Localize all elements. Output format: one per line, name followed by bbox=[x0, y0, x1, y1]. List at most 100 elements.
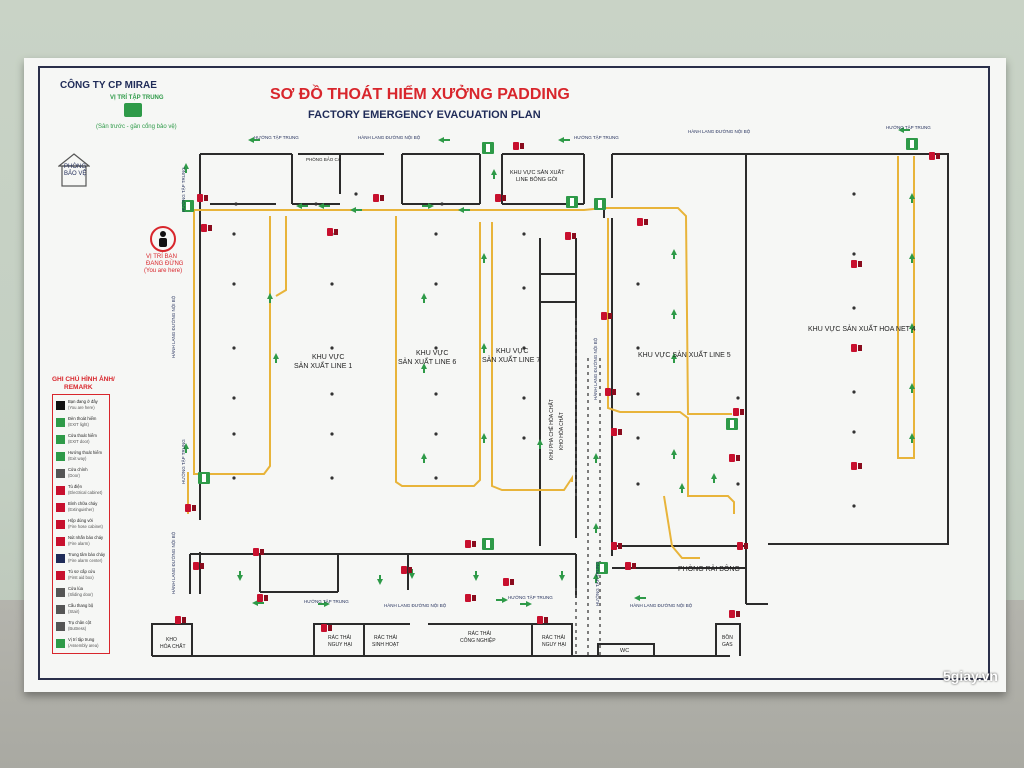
exit-door-icon bbox=[910, 140, 914, 148]
legend-icon bbox=[56, 503, 65, 512]
arrow-left-icon bbox=[634, 595, 646, 601]
extinguisher-icon bbox=[260, 549, 264, 555]
legend-item: Bình chữa cháy(Extinguisher) bbox=[56, 501, 108, 517]
extinguisher-icon bbox=[858, 463, 862, 469]
arrow-down-icon bbox=[559, 571, 565, 581]
arrow-up-icon bbox=[671, 309, 677, 319]
assembly-direction-label: HƯỚNG TẬP TRUNG bbox=[574, 135, 619, 140]
extinguisher-icon bbox=[472, 595, 476, 601]
legend-sub: (Buttress) bbox=[68, 626, 87, 631]
arrow-left-icon bbox=[558, 137, 570, 143]
extinguisher-icon bbox=[520, 143, 524, 149]
arrow-up-icon bbox=[909, 193, 915, 203]
extinguisher-icon bbox=[729, 610, 735, 618]
extinguisher-icon bbox=[611, 542, 617, 550]
room-label: PHÒNG BẢO CA bbox=[306, 157, 341, 162]
evacuation-board: CÔNG TY CP MIRAE SƠ ĐỒ THOÁT HIỂM XƯỞNG … bbox=[24, 58, 1006, 692]
extinguisher-icon bbox=[644, 219, 648, 225]
column-dot bbox=[330, 346, 334, 350]
room-label: RÁC THẢI bbox=[328, 635, 352, 641]
assembly-direction-label: HƯỚNG TẬP TRUNG bbox=[304, 599, 349, 604]
extinguisher-icon bbox=[608, 313, 612, 319]
arrow-up-icon bbox=[679, 483, 685, 493]
legend-label: Trung tâm báo cháy bbox=[68, 552, 106, 557]
extinguisher-icon bbox=[851, 462, 857, 470]
room-label: HÓA CHẤT bbox=[160, 644, 186, 650]
corridor-label: HÀNH LANG ĐƯỜNG NỘI BỘ bbox=[630, 603, 693, 608]
extinguisher-icon bbox=[611, 428, 617, 436]
arrow-left-icon bbox=[252, 600, 264, 606]
corridor-label: HÀNH LANG ĐƯỜNG NỘI BỘ bbox=[688, 129, 751, 134]
room-label: SINH HOẠT bbox=[372, 642, 400, 648]
extinguisher-icon bbox=[510, 579, 514, 585]
legend-sub: (Sliding door) bbox=[68, 592, 93, 597]
extinguisher-icon bbox=[858, 261, 862, 267]
extinguisher-icon bbox=[495, 194, 501, 202]
arrow-up-icon bbox=[421, 363, 427, 373]
legend-sub: (First aid box) bbox=[68, 575, 94, 580]
legend-item: Cửa thoát hiểm(EXIT door) bbox=[56, 433, 108, 449]
assembly-direction-label: HƯỚNG TẬP TRUNG bbox=[181, 167, 186, 212]
exit-door-icon bbox=[186, 202, 190, 210]
extinguisher-icon bbox=[502, 195, 506, 201]
extinguisher-icon bbox=[565, 232, 571, 240]
legend-sub: (Fire hose cabinet) bbox=[68, 524, 103, 529]
person-icon bbox=[159, 231, 167, 247]
arrow-up-icon bbox=[593, 573, 599, 583]
extinguisher-icon bbox=[544, 617, 548, 623]
column-dot bbox=[434, 432, 438, 436]
arrow-left-icon bbox=[458, 207, 470, 213]
corridor-label: HÀNH LANG ĐƯỜNG NỘI BỘ bbox=[593, 337, 598, 400]
column-dot bbox=[434, 476, 438, 480]
room-label: NGUY HẠI bbox=[542, 642, 567, 648]
column-dot bbox=[440, 202, 444, 206]
you-are-here-marker bbox=[150, 226, 176, 252]
room-label: NGUY HẠI bbox=[328, 642, 353, 648]
arrow-up-icon bbox=[267, 293, 273, 303]
arrow-up-icon bbox=[273, 353, 279, 363]
legend-icon bbox=[56, 486, 65, 495]
arrow-left-icon bbox=[438, 137, 450, 143]
area-label: KHU PHA CHẾ HÓA CHẤT bbox=[549, 399, 555, 460]
assembly-direction-label: HƯỚNG TẬP TRUNG bbox=[508, 595, 553, 600]
column-dot bbox=[522, 346, 526, 350]
legend-sub: (Assembly area) bbox=[68, 643, 99, 648]
assembly-icon bbox=[124, 103, 142, 117]
legend-label: Tủ điện bbox=[68, 484, 82, 489]
area-label: KHO HÓA CHẤT bbox=[559, 412, 565, 450]
legend-sub: (Door) bbox=[68, 473, 80, 478]
exit-door-icon bbox=[486, 144, 490, 152]
board-frame bbox=[38, 66, 990, 680]
extinguisher-icon bbox=[472, 541, 476, 547]
legend-icon bbox=[56, 622, 65, 631]
extinguisher-icon bbox=[334, 229, 338, 235]
area-label: KHU VỰC bbox=[496, 348, 529, 355]
title-en: FACTORY EMERGENCY EVACUATION PLAN bbox=[308, 109, 541, 121]
extinguisher-icon bbox=[503, 578, 509, 586]
legend-icon bbox=[56, 537, 65, 546]
arrow-left-icon bbox=[296, 203, 308, 209]
legend-title-2: REMARK bbox=[64, 384, 93, 391]
arrow-left-icon bbox=[350, 207, 362, 213]
arrow-left-icon bbox=[898, 127, 910, 133]
arrow-left-icon bbox=[248, 137, 260, 143]
extinguisher-icon bbox=[257, 594, 263, 602]
column-dot bbox=[852, 252, 856, 256]
extinguisher-icon bbox=[605, 388, 611, 396]
column-dot bbox=[852, 390, 856, 394]
legend-sub: (Electrical cabinet) bbox=[68, 490, 103, 495]
corridor-label: HÀNH LANG ĐƯỜNG NỘI BỘ bbox=[358, 135, 421, 140]
guard-label-2: BẢO VỆ bbox=[64, 171, 87, 177]
extinguisher-icon bbox=[858, 345, 862, 351]
arrow-right-icon bbox=[422, 203, 434, 209]
extinguisher-icon bbox=[208, 225, 212, 231]
legend-icon bbox=[56, 605, 65, 614]
assembly-direction-label: HƯỚNG TẬP TRUNG bbox=[181, 439, 186, 484]
extinguisher-icon bbox=[201, 224, 207, 232]
you-are-here-2: ĐANG ĐỨNG bbox=[146, 261, 184, 267]
extinguisher-icon bbox=[625, 562, 631, 570]
exit-signs bbox=[182, 138, 918, 574]
extinguisher-icon bbox=[736, 611, 740, 617]
arrow-up-icon bbox=[909, 383, 915, 393]
extinguisher-icon bbox=[175, 616, 181, 624]
